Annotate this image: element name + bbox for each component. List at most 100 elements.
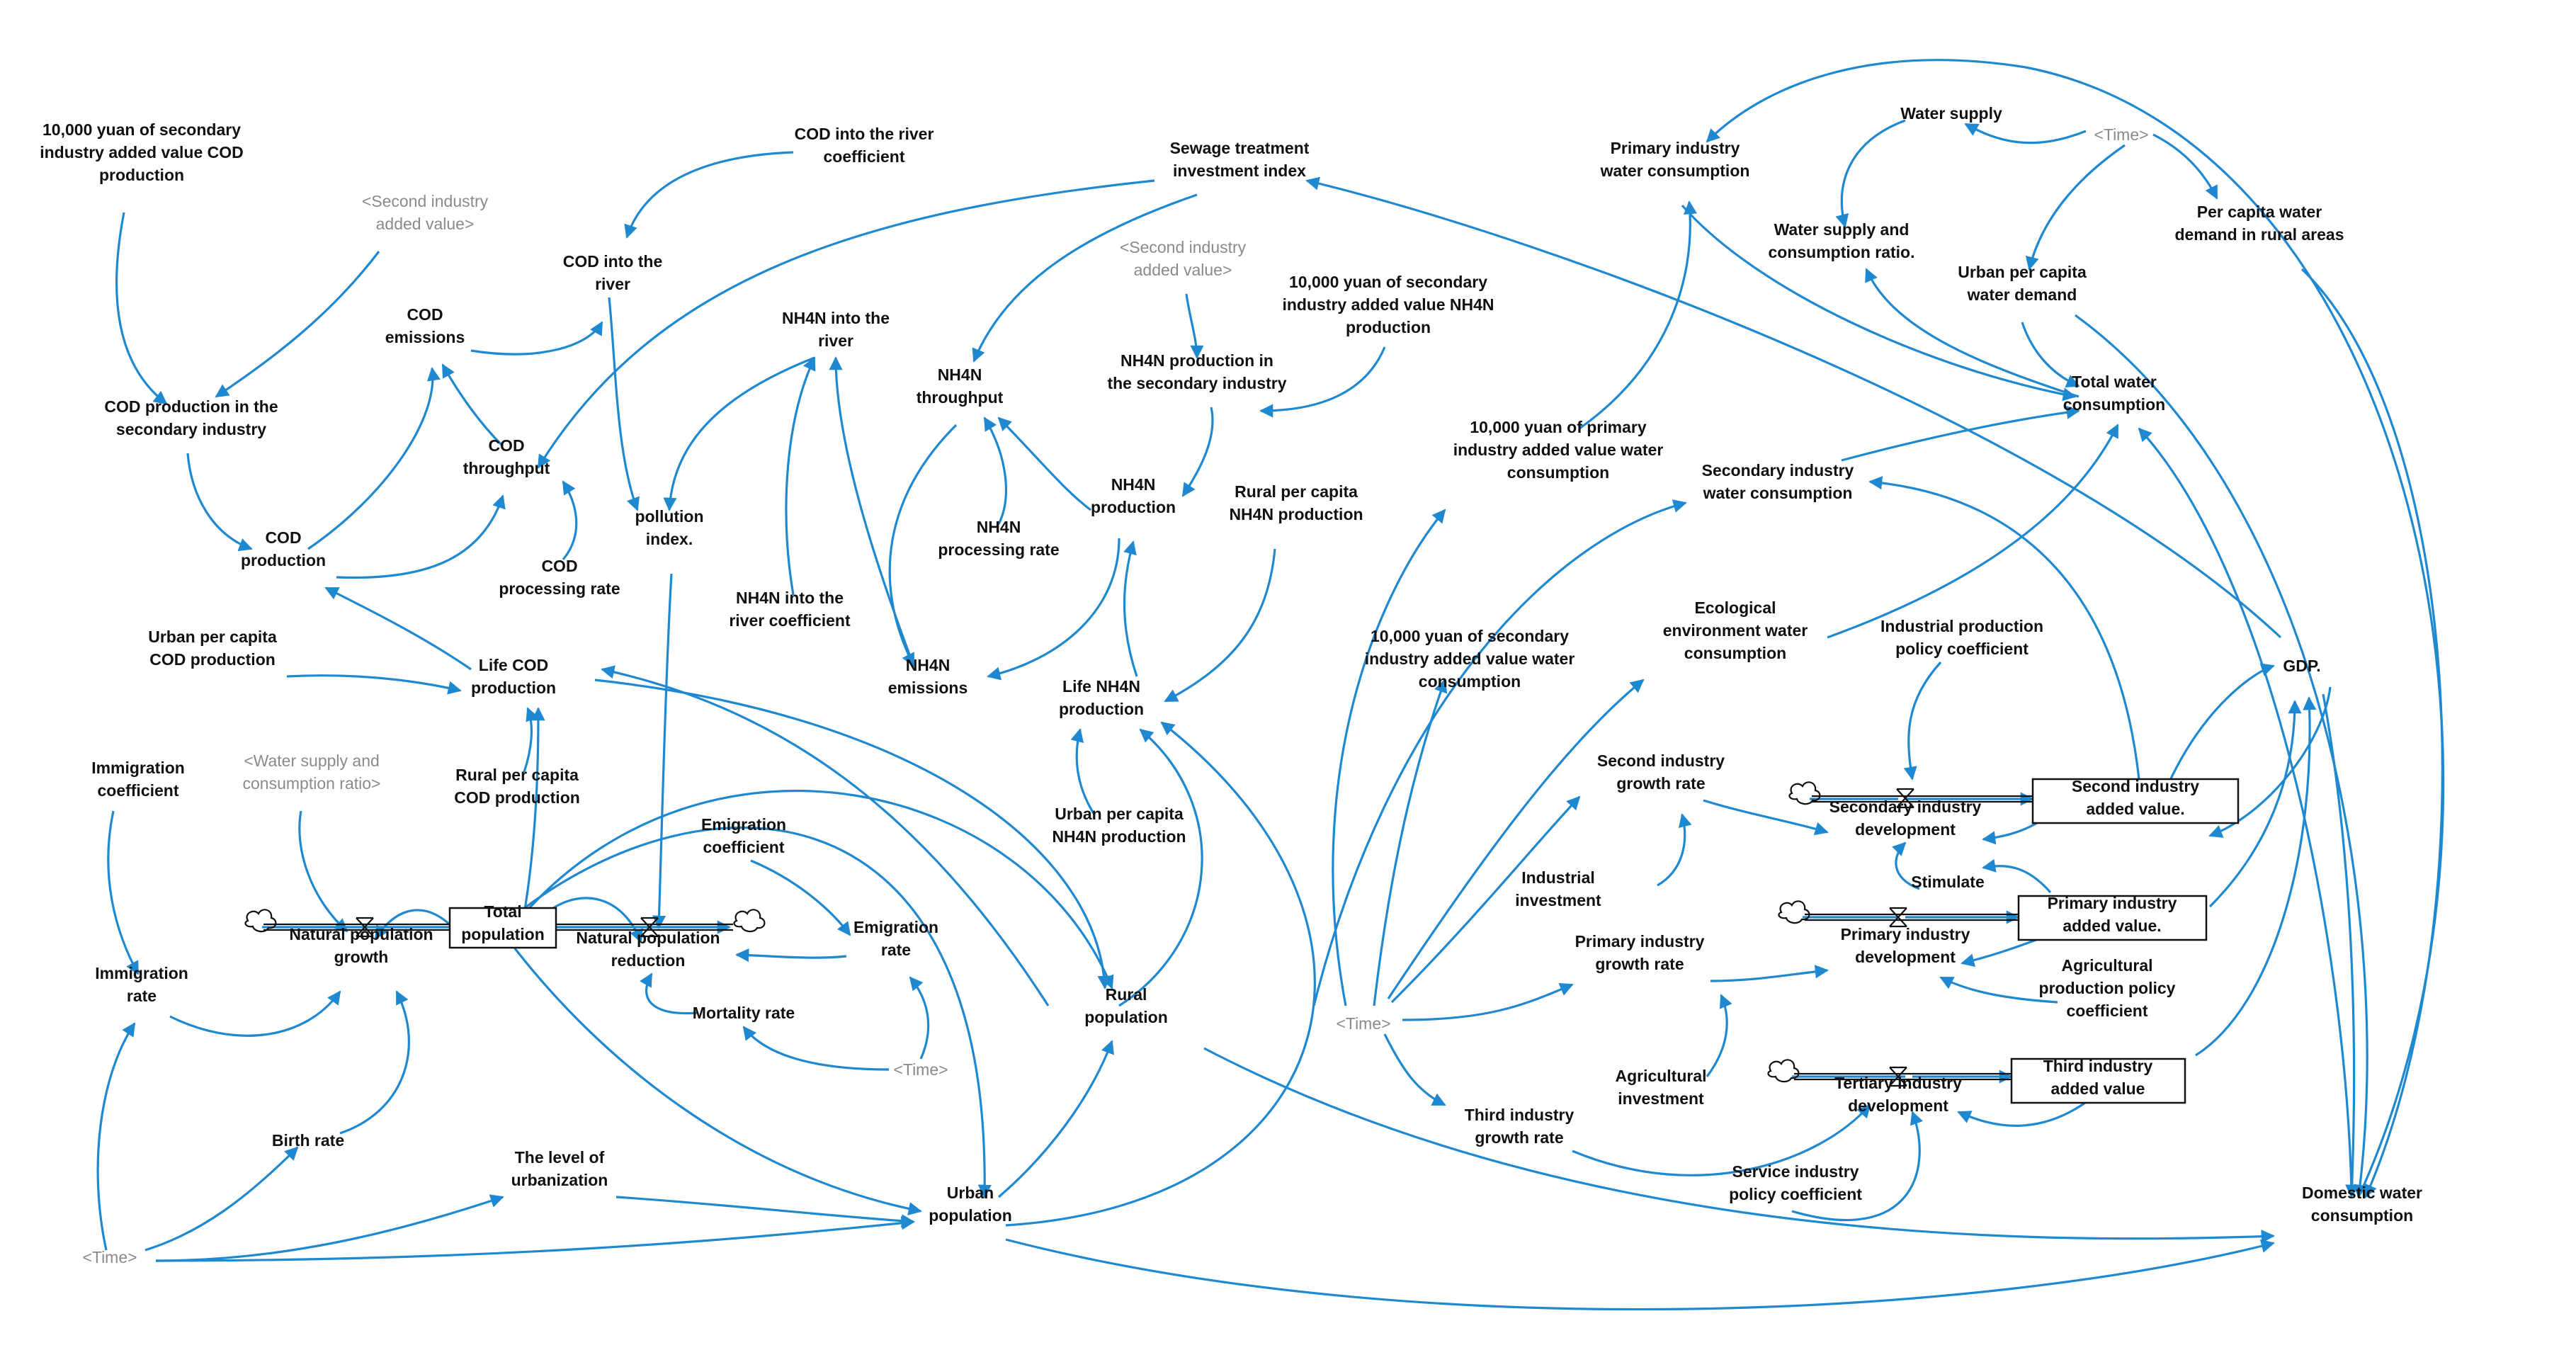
link-gdp-domestic: [2322, 693, 2359, 1198]
node-label-line: consumption ratio.: [1769, 243, 1915, 261]
node-label-line: the secondary industry: [1107, 374, 1286, 392]
link-nh4nprod-nh4nemissions: [987, 538, 1120, 681]
node-label-line: NH4N: [906, 656, 951, 674]
node-immigration-coef: Immigration coefficient: [91, 759, 185, 800]
node-label-line: growth rate: [1616, 774, 1705, 793]
link-time-birth: [144, 1146, 299, 1252]
link-domestic-totalwater: [2138, 427, 2353, 1191]
node-label-line: reduction: [611, 951, 686, 970]
cloud-icon: [733, 909, 766, 933]
node-birth-rate: Birth rate: [272, 1131, 344, 1150]
node-label-line: Stimulate: [1911, 873, 1985, 891]
node-label-line: consumption ratio>: [243, 774, 381, 793]
node-label-line: added value>: [1134, 261, 1232, 279]
link-time-urbanization: [155, 1194, 504, 1262]
node-label-line: consumption: [2311, 1206, 2413, 1225]
link-codrivercoef-codriver: [624, 151, 794, 239]
node-label-line: production: [1059, 700, 1144, 718]
node-label-line: production: [1346, 318, 1431, 336]
link-nh4nprod-nh4nthru: [997, 416, 1091, 511]
link-urbanpop-ruralpop: [997, 1040, 1114, 1198]
link-codprocessing-codthru: [562, 480, 578, 561]
node-water-supply: Water supply: [1900, 104, 2002, 123]
link-codprod-codemissions: [307, 367, 441, 550]
link-primarygrowth-primarydev: [1710, 965, 1829, 982]
node-label-line: consumption: [1419, 672, 1521, 691]
node-mortality-rate: Mortality rate: [693, 1004, 795, 1022]
cloud-icon: [244, 909, 277, 933]
link-time3-watersupply: [1964, 123, 2087, 144]
link-totalpop-lifecod: [523, 707, 545, 914]
link-pollution-naturalreduction: [652, 573, 673, 929]
node-label-line: The level of: [515, 1148, 605, 1167]
node-label-line: Life NH4N: [1062, 677, 1140, 696]
link-nh4nrivercoef-nh4nriver: [785, 356, 816, 596]
node-label-line: Emigration: [853, 918, 938, 936]
node-label-line: NH4N production: [1052, 827, 1186, 846]
node-label-line: water consumption: [1703, 484, 1853, 502]
link-totalpop-natreduction-loop: [545, 897, 643, 943]
node-label-line: production: [471, 679, 556, 697]
node-label-line: Secondary industry: [1829, 798, 1982, 816]
link-gdp-loop: [2208, 686, 2332, 838]
node-label-line: Immigration: [91, 759, 185, 777]
node-label-line: COD: [541, 557, 577, 575]
valve-icon: [640, 917, 659, 938]
node-label-line: urbanization: [511, 1171, 608, 1189]
node-label-line: Natural population: [289, 925, 433, 943]
node-label-line: coefficient: [2066, 1002, 2147, 1020]
link-urbandemand-totalwater: [2021, 322, 2080, 388]
node-label-line: policy coefficient: [1895, 640, 2029, 658]
node-label-line: Natural population: [576, 929, 720, 947]
node-label-line: <Water supply and: [244, 751, 380, 770]
node-label-line: <Time>: [1336, 1014, 1390, 1033]
node-label-line: Water supply: [1900, 104, 2002, 123]
link-time4-primarycoef: [1332, 509, 1446, 1006]
node-label-line: Service industry: [1732, 1162, 1859, 1181]
node-cod-processing: COD processing rate: [499, 557, 620, 598]
node-label-line: COD production: [454, 788, 580, 807]
node-natural-reduction: Natural population reduction: [576, 929, 720, 970]
node-label-line: production policy: [2039, 979, 2176, 997]
node-label-line: coefficient: [97, 781, 178, 800]
node-label-line: investment: [1618, 1089, 1704, 1108]
link-natgrowth-loop: [374, 909, 455, 940]
link-immcoef-immrate: [107, 810, 140, 975]
node-time-shadow-3: <Time>: [2094, 125, 2148, 144]
node-label-line: investment index: [1173, 161, 1306, 180]
node-label-line: added value.: [2086, 800, 2184, 818]
node-label-line: Urban per capita: [1958, 263, 2087, 281]
node-time-shadow-2: <Time>: [82, 1248, 137, 1266]
link-codemissions-codriver: [470, 321, 603, 356]
node-label-line: processing rate: [499, 579, 620, 598]
link-stimulate-secdev: [1891, 841, 1920, 890]
link-sewage-nh4nthru: [972, 193, 1198, 363]
link-nh4nprodsec-nh4nprod: [1181, 407, 1214, 497]
node-label-line: COD into the river: [795, 125, 934, 143]
link-indpolicy-secdev: [1903, 661, 1942, 781]
link-lifecod-ruralpop: [594, 679, 1111, 989]
link-thirdgrowth-tertiarydev: [1572, 1104, 1871, 1176]
node-label-line: Life COD: [479, 656, 548, 674]
node-label-line: NH4N: [1111, 475, 1156, 494]
node-label-line: Urban per capita: [148, 628, 277, 646]
link-totalwater-waterratio: [1865, 268, 2079, 398]
